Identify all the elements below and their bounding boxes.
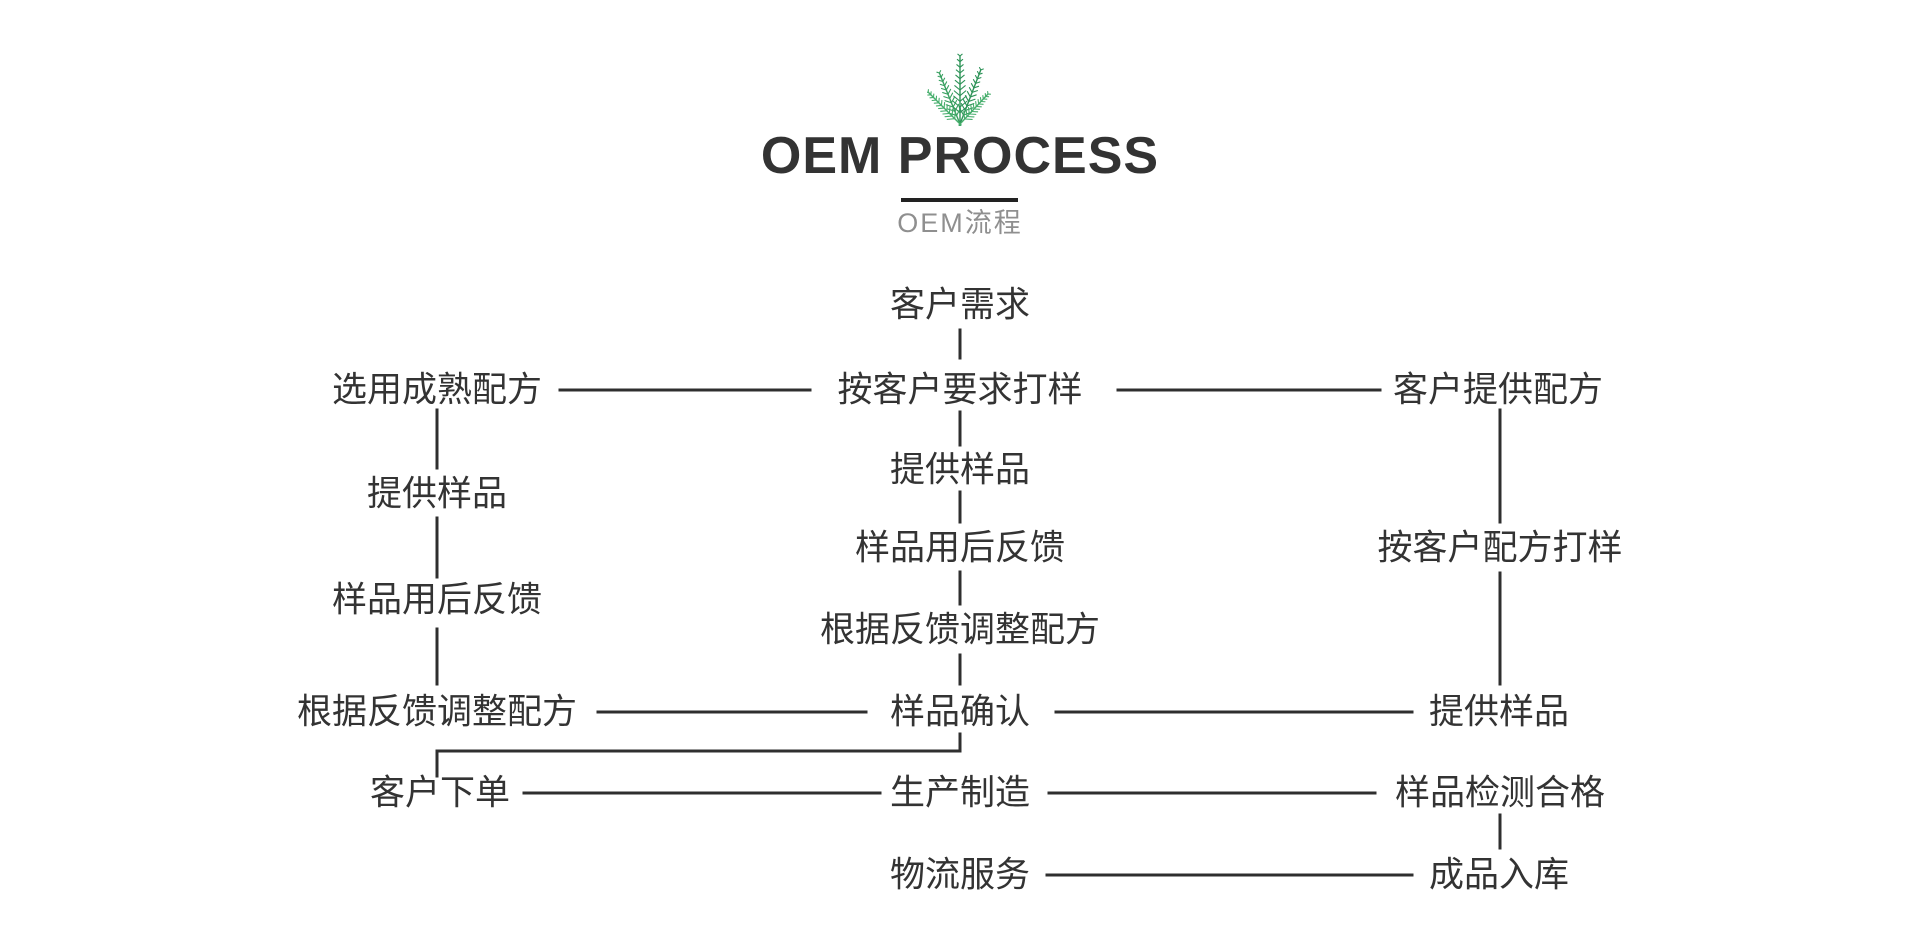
flow-node-production: 生产制造 — [889, 773, 1031, 813]
flow-node-customer-formula: 客户提供配方 — [1392, 370, 1604, 410]
flow-node-customer-order: 客户下单 — [369, 773, 511, 813]
flow-node-feedback-center: 样品用后反馈 — [854, 528, 1066, 568]
flow-node-logistics: 物流服务 — [889, 855, 1031, 895]
flow-node-feedback-left: 样品用后反馈 — [331, 580, 543, 620]
title-underline — [901, 198, 1018, 202]
flow-node-sample-per-request: 按客户要求打样 — [837, 370, 1083, 410]
page-title: OEM PROCESS — [760, 127, 1160, 185]
flow-node-sample-confirm: 样品确认 — [889, 692, 1031, 732]
flow-node-sample-per-formula: 按客户配方打样 — [1377, 528, 1623, 568]
flow-node-mature-formula: 选用成熟配方 — [331, 370, 543, 410]
flow-node-finished-storage: 成品入库 — [1428, 855, 1570, 895]
flow-node-sample-test-pass: 样品检测合格 — [1394, 773, 1606, 813]
fern-leaf-icon — [927, 53, 992, 126]
flow-node-customer-demand: 客户需求 — [889, 285, 1031, 325]
flow-node-adjust-formula-left: 根据反馈调整配方 — [296, 692, 578, 732]
flow-node-adjust-formula-center: 根据反馈调整配方 — [819, 610, 1101, 650]
flow-node-provide-sample-left: 提供样品 — [366, 474, 508, 514]
page-subtitle: OEM流程 — [897, 208, 1023, 238]
flow-node-provide-sample-right: 提供样品 — [1428, 692, 1570, 732]
flow-node-provide-sample-center: 提供样品 — [889, 450, 1031, 490]
